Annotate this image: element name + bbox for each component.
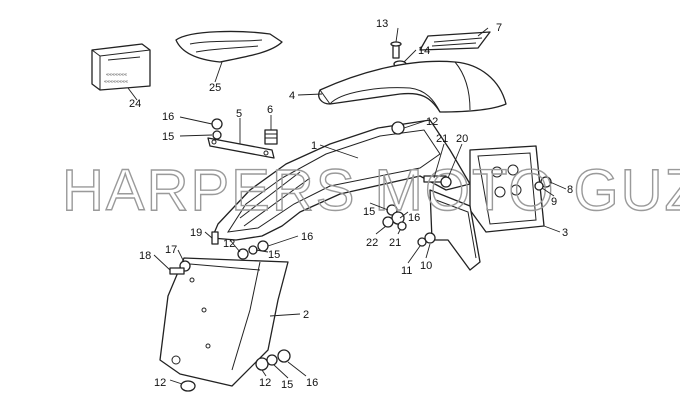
washer-11 <box>417 237 427 247</box>
callout-24: 24 <box>129 98 141 110</box>
nut-10 <box>424 232 436 244</box>
lower-splash-guard <box>159 257 289 387</box>
pack-label-line2: «««««««« <box>104 79 128 85</box>
nut-16-mid <box>257 240 269 252</box>
callout-15-bottom: 15 <box>281 379 293 391</box>
callout-13: 13 <box>376 18 388 30</box>
callout-16-upper: 16 <box>162 111 174 123</box>
callout-21-lower: 21 <box>389 237 401 249</box>
bolt-18 <box>169 267 185 275</box>
washer-12-mid <box>237 248 249 260</box>
callout-12-mid: 12 <box>223 238 235 250</box>
washer-22 <box>382 216 394 228</box>
washer-12-bottom-left <box>180 380 196 392</box>
rubber-mount-6 <box>264 129 278 145</box>
callout-7: 7 <box>496 22 502 34</box>
watermark: HARPERS MOTO GUZZI© <box>62 158 680 223</box>
callout-1: 1 <box>311 140 317 152</box>
callout-18: 18 <box>139 250 151 262</box>
callout-15-mid: 15 <box>268 249 280 261</box>
callout-12-bottom-left: 12 <box>154 377 166 389</box>
manual-pack: ««««««« «««««««« <box>91 43 151 91</box>
washer-12-bottom <box>255 357 269 371</box>
washer-15-mid <box>248 245 258 255</box>
bushing-20 <box>440 176 452 188</box>
callout-6: 6 <box>267 104 273 116</box>
washer-15-bottom <box>266 354 278 366</box>
callout-16-center: 16 <box>408 212 420 224</box>
pack-label-line1: ««««««« <box>106 72 127 78</box>
license-plate-holder <box>469 145 545 233</box>
bolt-19 <box>211 231 219 245</box>
callout-4: 4 <box>289 90 295 102</box>
callout-25: 25 <box>209 82 221 94</box>
callout-16-bottom: 16 <box>306 377 318 389</box>
callout-22: 22 <box>366 237 378 249</box>
nut-16-upper <box>211 118 223 130</box>
callout-10: 10 <box>420 260 432 272</box>
callout-15-center: 15 <box>363 206 375 218</box>
callout-19: 19 <box>190 227 202 239</box>
callout-17: 17 <box>165 244 177 256</box>
washer-12-upper <box>391 121 405 135</box>
cloth-bag <box>175 30 283 63</box>
callout-2: 2 <box>303 309 309 321</box>
screw-13 <box>390 41 402 59</box>
reflector-strip <box>419 31 491 51</box>
callout-16-mid: 16 <box>301 231 313 243</box>
callout-14: 14 <box>418 45 430 57</box>
washer-15-upper <box>212 130 222 140</box>
rear-mudguard-cover <box>318 60 507 113</box>
rear-frame-tray <box>211 119 471 241</box>
callout-20: 20 <box>456 133 468 145</box>
spacer-21-lower <box>397 221 407 231</box>
callout-15-upper: 15 <box>162 131 174 143</box>
callout-12-bottom: 12 <box>259 377 271 389</box>
washer-9 <box>534 181 544 191</box>
callout-8: 8 <box>567 184 573 196</box>
callout-21-upper: 21 <box>436 133 448 145</box>
callout-12-upper: 12 <box>426 116 438 128</box>
callout-3: 3 <box>562 227 568 239</box>
leader-lines <box>127 27 567 385</box>
callout-5: 5 <box>236 108 242 120</box>
callout-9: 9 <box>551 196 557 208</box>
nut-16-bottom <box>277 349 291 363</box>
callout-11: 11 <box>401 265 412 277</box>
hanger-bar-5 <box>207 137 275 159</box>
callout-labels: 13 14 7 4 24 25 16 15 5 6 1 12 21 20 8 9… <box>129 18 573 391</box>
